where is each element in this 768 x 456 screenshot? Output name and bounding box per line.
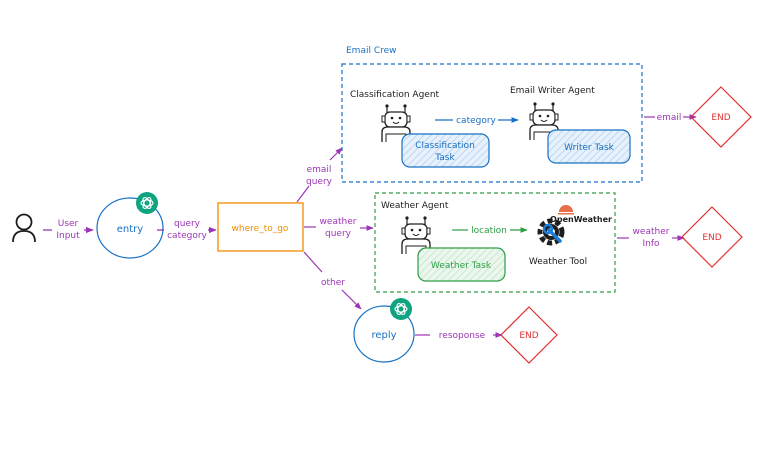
edge-label-email: email xyxy=(307,165,332,175)
end-label: END xyxy=(519,331,538,341)
email-crew-container xyxy=(341,63,643,183)
weather-task-label: Weather Task xyxy=(431,261,492,271)
edge-label-email-out: email xyxy=(657,113,682,123)
gear-wrench-icon xyxy=(537,218,565,246)
openai-icon xyxy=(389,297,413,321)
router-node[interactable]: where_to_go xyxy=(217,202,304,252)
writer-task-label: Writer Task xyxy=(564,143,615,153)
entry-label: entry xyxy=(117,224,144,235)
end-node-reply[interactable]: END xyxy=(500,306,558,364)
weather-crew-container xyxy=(374,192,616,293)
edge-label-response: resoponse xyxy=(439,331,486,341)
edge-email: email xyxy=(644,113,697,123)
edge-label-category-inner: category xyxy=(456,116,496,126)
edge-response: resoponse xyxy=(415,331,503,341)
edge-weather-info: weather Info xyxy=(617,227,685,249)
end-label: END xyxy=(702,233,721,243)
openai-icon xyxy=(135,191,159,215)
classification-task-line2: Task xyxy=(434,153,455,163)
openweather-logo: OpenWeather xyxy=(550,205,612,224)
end-node-weather[interactable]: END xyxy=(681,206,743,268)
writer-agent-label: Email Writer Agent xyxy=(510,86,595,96)
router-label: where_to_go xyxy=(232,224,289,234)
edge-location: location xyxy=(452,226,528,236)
edge-query-category: query category xyxy=(157,219,217,241)
openweather-brand: OpenWeather xyxy=(550,215,612,224)
edge-weather-query: weather query xyxy=(304,217,374,239)
reply-node[interactable]: reply xyxy=(353,305,415,363)
edge-label-input: Input xyxy=(56,231,80,241)
reply-label: reply xyxy=(371,330,396,341)
user-icon xyxy=(12,213,36,243)
edge-label-query: query xyxy=(174,219,201,229)
weather-tool-label: Weather Tool xyxy=(529,257,587,267)
edge-label-weather-query: query xyxy=(325,229,352,239)
edge-label-email-query: query xyxy=(306,177,333,187)
weather-agent-label: Weather Agent xyxy=(381,201,449,211)
weather-task[interactable]: Weather Task xyxy=(417,247,506,282)
entry-node[interactable]: entry xyxy=(96,197,164,259)
edge-label-weather: weather xyxy=(320,217,357,227)
writer-task[interactable]: Writer Task xyxy=(547,129,631,164)
classification-task-line1: Classification xyxy=(415,141,475,151)
edge-label-other: other xyxy=(321,278,345,288)
edge-label-category: category xyxy=(167,231,207,241)
end-label: END xyxy=(711,113,730,123)
edge-category: category xyxy=(435,116,519,126)
edge-label-location: location xyxy=(471,226,507,236)
classification-agent-label: Classification Agent xyxy=(350,90,440,100)
edge-email-query: email query xyxy=(296,147,343,203)
edge-label-user: User xyxy=(58,219,79,229)
classification-task[interactable]: Classification Task xyxy=(401,133,490,168)
edge-label-weather-out: weather xyxy=(633,227,670,237)
edge-user-input: User Input xyxy=(43,219,94,241)
edge-other: other xyxy=(303,251,362,310)
edge-label-info: Info xyxy=(642,239,660,249)
email-crew-title: Email Crew xyxy=(346,46,397,56)
end-node-email[interactable]: END xyxy=(690,86,752,148)
